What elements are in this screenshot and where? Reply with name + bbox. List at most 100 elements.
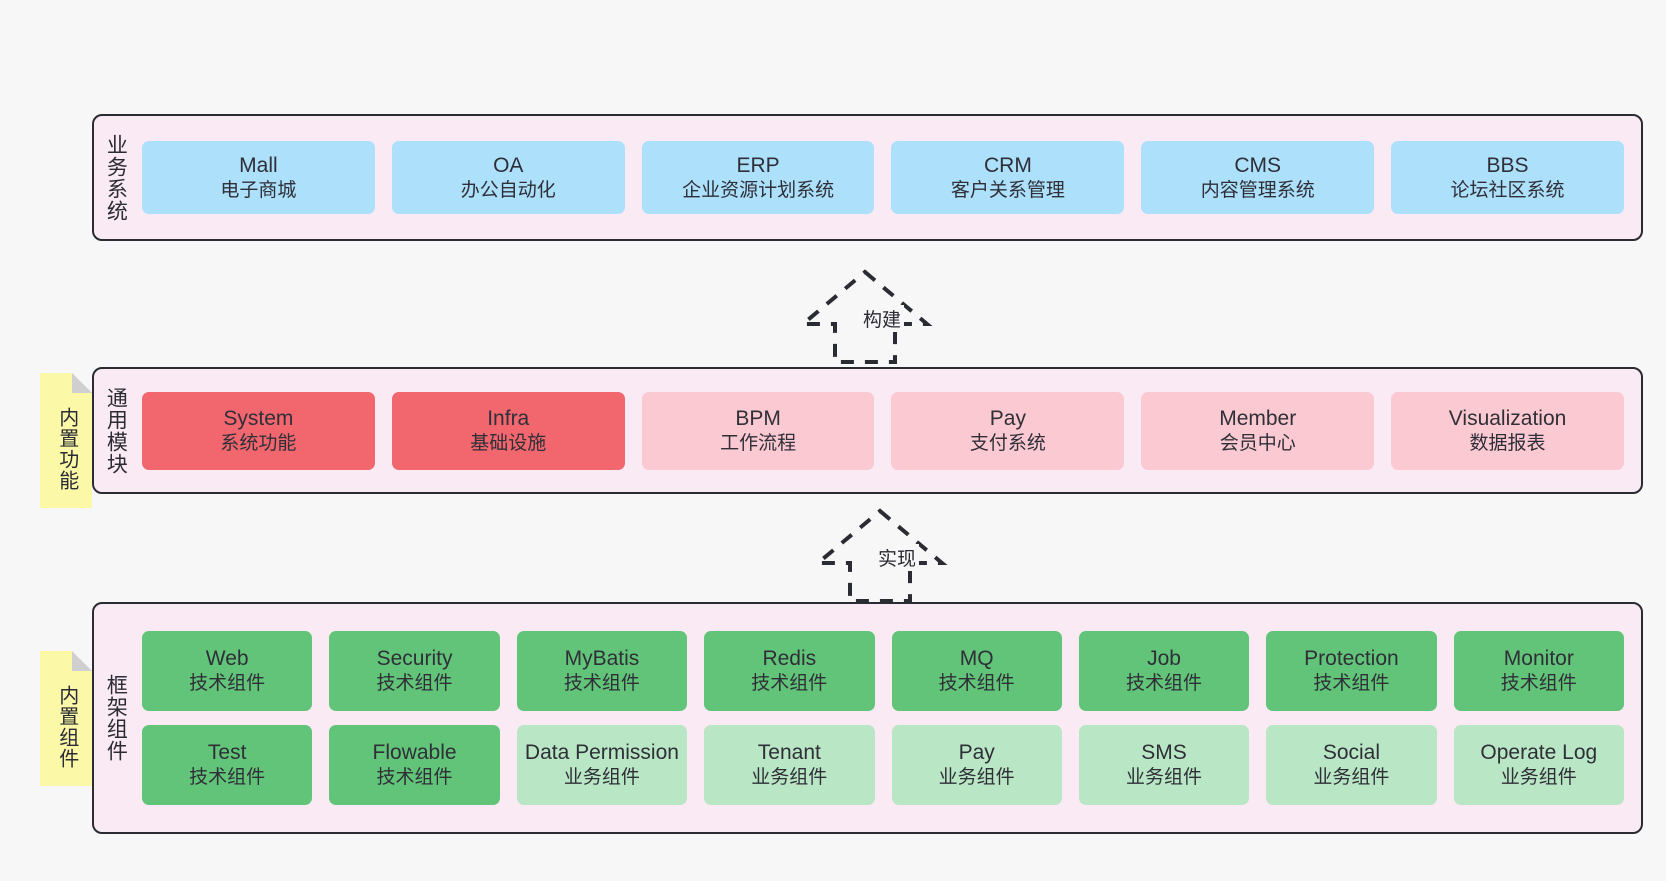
card-crm[interactable]: CRM 客户关系管理 — [891, 141, 1125, 214]
dashed-hollow-up-arrow-icon — [812, 508, 948, 603]
layer-business-systems: 业务系统 Mall 电子商城 OA 办公自动化 ERP 企业资源计划系统 CRM… — [92, 114, 1643, 241]
card-subtitle: 技术组件 — [376, 673, 453, 695]
card-bbs[interactable]: BBS 论坛社区系统 — [1391, 141, 1624, 214]
arrow-label-implement: 实现 — [875, 544, 920, 571]
card-subtitle: 技术组件 — [1313, 673, 1390, 695]
card-monitor[interactable]: Monitor 技术组件 — [1453, 631, 1624, 711]
card-title: CMS — [1234, 153, 1282, 177]
card-title: Member — [1219, 406, 1297, 430]
card-title: Web — [205, 647, 249, 671]
card-row: System 系统功能 Infra 基础设施 BPM 工作流程 Pay 支付系统… — [142, 391, 1624, 470]
card-protection[interactable]: Protection 技术组件 — [1266, 631, 1437, 711]
card-subtitle: 技术组件 — [189, 767, 266, 789]
card-title: Visualization — [1448, 406, 1567, 430]
card-oa[interactable]: OA 办公自动化 — [391, 141, 625, 214]
card-subtitle: 数据报表 — [1469, 432, 1546, 454]
card-title: Protection — [1304, 647, 1399, 671]
card-subtitle: 业务组件 — [751, 767, 828, 789]
card-redis[interactable]: Redis 技术组件 — [704, 631, 875, 711]
card-data-permission[interactable]: Data Permission 业务组件 — [516, 725, 688, 805]
card-system[interactable]: System 系统功能 — [142, 391, 375, 470]
layer-title-framework-components: 框架组件 — [104, 674, 128, 762]
card-subtitle: 企业资源计划系统 — [682, 179, 835, 201]
layer-title-common-modules: 通用模块 — [104, 386, 128, 475]
card-tenant[interactable]: Tenant 业务组件 — [704, 725, 875, 805]
card-flowable[interactable]: Flowable 技术组件 — [329, 725, 500, 805]
card-member[interactable]: Member 会员中心 — [1141, 391, 1375, 470]
card-subtitle: 技术组件 — [1500, 673, 1577, 695]
card-subtitle: 业务组件 — [563, 767, 640, 789]
card-pay[interactable]: Pay 支付系统 — [891, 391, 1125, 470]
layer-framework-components: 框架组件 Web 技术组件 Security 技术组件 MyBatis 技术组件… — [92, 602, 1643, 834]
card-web[interactable]: Web 技术组件 — [142, 631, 313, 711]
card-title: Monitor — [1503, 647, 1574, 671]
card-title: Security — [376, 647, 453, 671]
card-title: Flowable — [372, 741, 457, 765]
card-title: System — [223, 406, 294, 430]
card-title: Mall — [239, 153, 278, 177]
layer-body-framework-components: Web 技术组件 Security 技术组件 MyBatis 技术组件 Redi… — [136, 604, 1641, 832]
card-title: Test — [207, 741, 247, 765]
card-title: Infra — [487, 406, 530, 430]
card-title: Data Permission — [524, 741, 679, 765]
card-title: BPM — [735, 406, 781, 430]
card-subtitle: 技术组件 — [1126, 673, 1203, 695]
note-builtin-functions: 内置功能 — [40, 373, 92, 508]
card-subtitle: 客户关系管理 — [950, 179, 1065, 201]
card-row: Test 技术组件 Flowable 技术组件 Data Permission … — [142, 725, 1624, 805]
card-subtitle: 办公自动化 — [460, 179, 556, 201]
card-title: Tenant — [757, 741, 821, 765]
card-sms[interactable]: SMS 业务组件 — [1078, 725, 1250, 805]
card-subtitle: 技术组件 — [376, 767, 453, 789]
card-test[interactable]: Test 技术组件 — [142, 725, 313, 805]
card-subtitle: 电子商城 — [220, 179, 297, 201]
card-bpm[interactable]: BPM 工作流程 — [641, 391, 875, 470]
card-visualization[interactable]: Visualization 数据报表 — [1391, 391, 1624, 470]
card-subtitle: 会员中心 — [1219, 432, 1296, 454]
card-title: OA — [493, 153, 524, 177]
card-pay-component[interactable]: Pay 业务组件 — [891, 725, 1062, 805]
card-mall[interactable]: Mall 电子商城 — [142, 141, 375, 214]
layer-title-business-systems: 业务系统 — [104, 133, 128, 222]
card-subtitle: 业务组件 — [1313, 767, 1390, 789]
card-title: Redis — [762, 647, 817, 671]
arrow-label-build: 构建 — [860, 305, 905, 332]
card-subtitle: 技术组件 — [189, 673, 266, 695]
card-title: Job — [1147, 647, 1181, 671]
card-subtitle: 业务组件 — [938, 767, 1015, 789]
card-subtitle: 技术组件 — [563, 673, 640, 695]
card-title: Operate Log — [1480, 741, 1598, 765]
card-title: BBS — [1486, 153, 1529, 177]
layer-body-business-systems: Mall 电子商城 OA 办公自动化 ERP 企业资源计划系统 CRM 客户关系… — [136, 116, 1641, 239]
card-title: MyBatis — [564, 647, 640, 671]
note-label: 内置功能 — [55, 406, 78, 491]
card-title: Pay — [958, 741, 995, 765]
card-title: Pay — [989, 406, 1026, 430]
card-mybatis[interactable]: MyBatis 技术组件 — [516, 631, 688, 711]
card-subtitle: 业务组件 — [1126, 767, 1203, 789]
card-subtitle: 业务组件 — [1500, 767, 1577, 789]
card-title: MQ — [959, 647, 994, 671]
card-job[interactable]: Job 技术组件 — [1078, 631, 1250, 711]
card-row: Mall 电子商城 OA 办公自动化 ERP 企业资源计划系统 CRM 客户关系… — [142, 141, 1624, 214]
note-label: 内置组件 — [55, 684, 78, 769]
card-row: Web 技术组件 Security 技术组件 MyBatis 技术组件 Redi… — [142, 631, 1624, 711]
card-operate-log[interactable]: Operate Log 业务组件 — [1453, 725, 1624, 805]
implement-arrow: 实现 — [812, 508, 948, 603]
card-title: Social — [1322, 741, 1381, 765]
card-social[interactable]: Social 业务组件 — [1266, 725, 1437, 805]
card-infra[interactable]: Infra 基础设施 — [391, 391, 625, 470]
card-subtitle: 技术组件 — [938, 673, 1015, 695]
card-cms[interactable]: CMS 内容管理系统 — [1141, 141, 1375, 214]
card-subtitle: 支付系统 — [969, 432, 1046, 454]
card-subtitle: 系统功能 — [220, 432, 297, 454]
card-title: SMS — [1141, 741, 1187, 765]
card-subtitle: 内容管理系统 — [1200, 179, 1315, 201]
card-security[interactable]: Security 技术组件 — [329, 631, 500, 711]
layer-body-common-modules: System 系统功能 Infra 基础设施 BPM 工作流程 Pay 支付系统… — [136, 369, 1641, 492]
layer-common-modules: 通用模块 System 系统功能 Infra 基础设施 BPM 工作流程 Pay… — [92, 367, 1643, 494]
card-subtitle: 工作流程 — [720, 432, 797, 454]
card-mq[interactable]: MQ 技术组件 — [891, 631, 1062, 711]
card-erp[interactable]: ERP 企业资源计划系统 — [641, 141, 875, 214]
